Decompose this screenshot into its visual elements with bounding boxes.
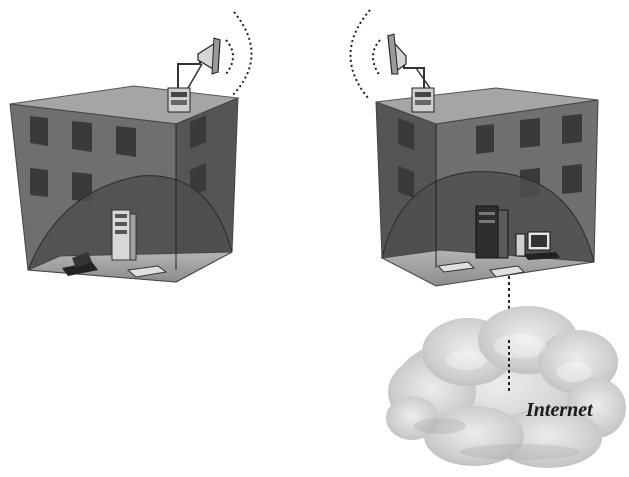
right-signal-arcs — [350, 10, 380, 98]
internet-cloud-icon: Internet — [386, 306, 626, 468]
left-signal-arcs — [226, 12, 252, 96]
internet-label: Internet — [525, 399, 594, 421]
right-building — [350, 10, 598, 286]
left-building — [10, 12, 252, 282]
right-server-rack — [476, 206, 508, 258]
left-antenna — [198, 38, 220, 74]
right-wireless-bridge — [412, 88, 434, 112]
left-server — [112, 210, 136, 260]
left-wireless-bridge — [168, 88, 190, 112]
